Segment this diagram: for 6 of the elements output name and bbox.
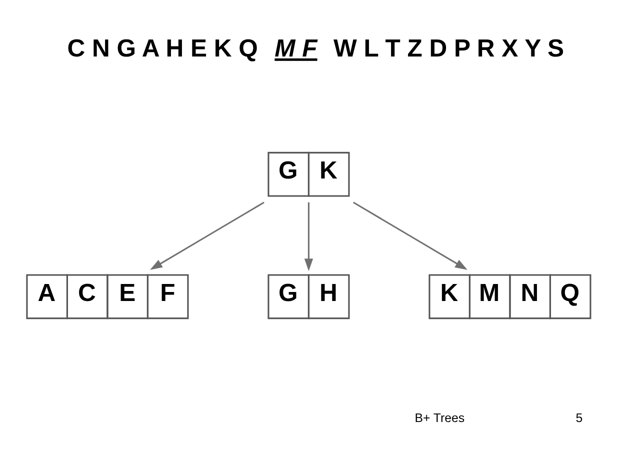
arrow bbox=[304, 202, 314, 272]
label: B+ Trees bbox=[414, 410, 465, 425]
label: 5 bbox=[576, 410, 583, 425]
label: C N G A H E K Q M F W L T Z D P R X Y S bbox=[67, 35, 564, 62]
arrow bbox=[352, 202, 468, 270]
arrow bbox=[150, 202, 264, 270]
